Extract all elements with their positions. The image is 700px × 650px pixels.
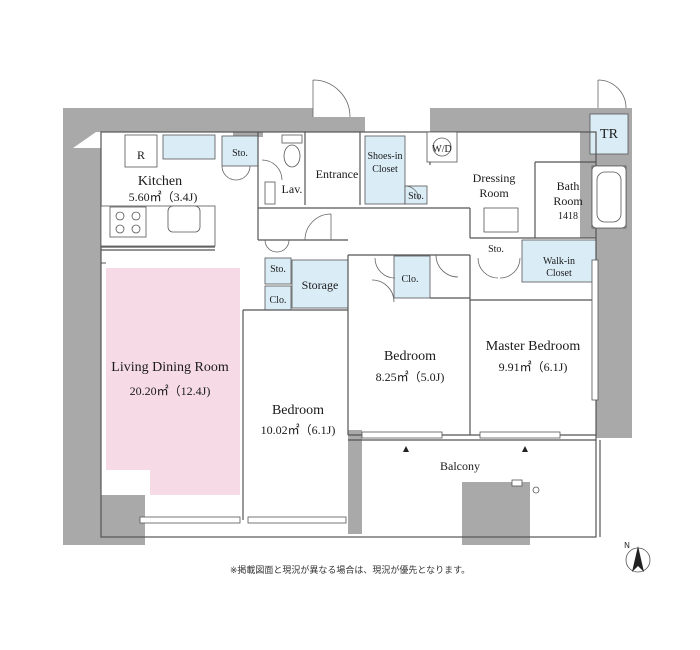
hall-storage-label: Sto. — [270, 264, 286, 275]
bedroom2-name: Bedroom — [384, 349, 436, 364]
master-name: Master Bedroom — [486, 339, 581, 354]
lav-label: Lav. — [282, 182, 303, 196]
bathtub-icon — [591, 165, 627, 229]
disclaimer-note: ※掲載図面と現況が異なる場合は、現況が優先となります。 — [229, 566, 471, 576]
living-area: 20.20㎡（12.4J) — [130, 384, 211, 398]
kitchen-storage-label: Sto. — [232, 148, 248, 159]
living-name: Living Dining Room — [111, 360, 229, 375]
window-markers — [403, 446, 528, 452]
fridge-label: R — [137, 148, 145, 162]
kitchen-area: 5.60㎡（3.4J) — [129, 190, 198, 204]
kitchen-name: Kitchen — [138, 174, 182, 189]
north-arrow-icon: N — [624, 541, 651, 573]
stove-icon — [109, 206, 147, 238]
washer-icon — [426, 131, 458, 163]
toilet-icon — [281, 134, 303, 168]
living-room-floor — [106, 268, 240, 495]
shoes-closet-line1: Shoes-in — [368, 151, 403, 162]
bedroom2-closet-label: Clo. — [402, 274, 419, 285]
hall-closet-label: Clo. — [270, 295, 287, 306]
entrance-label: Entrance — [316, 167, 359, 181]
bath-line2: Room — [553, 194, 583, 208]
fridge — [124, 134, 158, 168]
bath-size: 1418 — [558, 211, 578, 222]
master-storage-label: Sto. — [488, 244, 504, 255]
master-area: 9.91㎡（6.1J) — [499, 360, 568, 374]
bedroom1-area: 10.02㎡（6.1J) — [261, 423, 336, 437]
storage-label: Storage — [302, 278, 339, 292]
walkin-line2: Closet — [546, 268, 572, 279]
wd-label: W/D — [432, 144, 451, 155]
room-labels: R Kitchen 5.60㎡（3.4J) Sto. Lav. Entrance… — [111, 127, 618, 473]
dressing-line2: Room — [479, 186, 509, 200]
bedroom2-area: 8.25㎡（5.0J) — [376, 370, 445, 384]
balcony-storage — [511, 479, 540, 494]
bath-line1: Bath — [557, 179, 580, 193]
bedroom1-name: Bedroom — [272, 403, 324, 418]
door-swings — [221, 79, 627, 303]
shoes-closet-line2: Closet — [372, 164, 398, 175]
balcony-label: Balcony — [440, 459, 480, 473]
walkin-line1: Walk-in — [543, 256, 575, 267]
lavatory-sink — [264, 181, 276, 205]
shoes-storage-label: Sto. — [408, 191, 424, 202]
dressing-line1: Dressing — [473, 171, 516, 185]
windows — [139, 259, 599, 524]
sink-icon — [167, 205, 201, 233]
tr-label: TR — [600, 127, 619, 142]
dressing-vanity — [483, 207, 519, 233]
svg-text:N: N — [624, 541, 630, 550]
